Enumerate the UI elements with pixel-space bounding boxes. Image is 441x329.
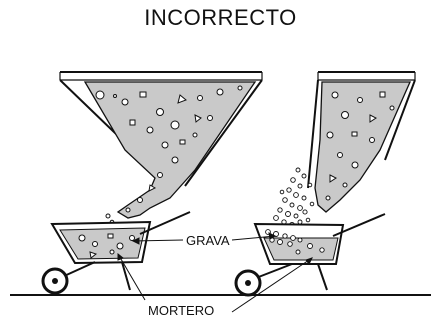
right-chute (269, 71, 416, 236)
gravel-leaders (131, 232, 277, 245)
left-chute (59, 71, 263, 226)
mortar-label: MORTERO (146, 303, 217, 318)
mortar-leaders (117, 252, 313, 313)
gravel-label: GRAVA (184, 233, 232, 248)
left-concrete-mass (83, 81, 257, 219)
right-concrete-mass (314, 81, 411, 213)
diagram-title: INCORRECTO (144, 5, 297, 30)
right-wheelbarrow (234, 213, 386, 297)
left-wheelbarrow (41, 211, 191, 295)
